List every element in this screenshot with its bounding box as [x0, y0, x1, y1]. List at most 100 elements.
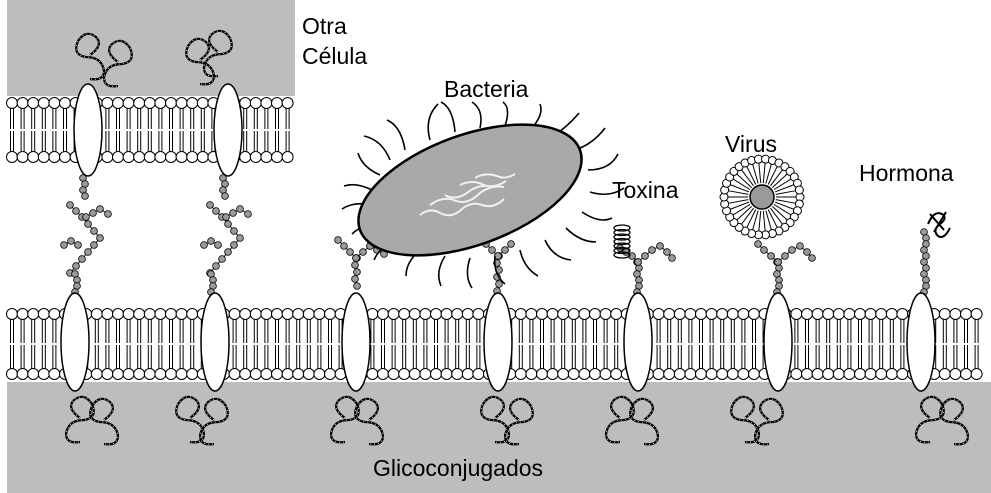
lipid-head	[187, 98, 198, 109]
virus-spike	[775, 184, 795, 192]
glycan-bead	[352, 262, 359, 269]
glycan-bead	[91, 242, 98, 249]
glycan-bead	[225, 249, 232, 256]
lipid-head	[431, 309, 442, 320]
lipid-head	[49, 98, 60, 109]
flagellum	[428, 104, 438, 140]
glycan-bead	[782, 253, 789, 260]
virus-spike	[729, 184, 749, 192]
lipid-head	[144, 309, 155, 320]
lipid-head	[950, 369, 961, 380]
lipid-head	[187, 369, 198, 380]
lipid-head	[282, 309, 293, 320]
lipid-head	[49, 369, 60, 380]
virus-spike	[763, 211, 765, 232]
lipid-head	[409, 309, 420, 320]
other-cell-cytoplasm	[7, 0, 295, 96]
lipid-head	[144, 369, 155, 380]
lipid-head	[28, 98, 39, 109]
glycan-bead	[775, 259, 782, 266]
lipid-head	[537, 369, 548, 380]
lipid-head	[102, 152, 113, 163]
glycan-bead	[761, 247, 768, 254]
flagellum	[582, 212, 612, 220]
lipid-head	[176, 309, 187, 320]
lipid-head	[431, 369, 442, 380]
lipid-head	[155, 98, 166, 109]
virus-spike	[776, 200, 797, 204]
glycan-bead	[85, 221, 92, 228]
other-cell-label-line2: Célula	[302, 43, 367, 69]
glycan-bead	[91, 228, 98, 235]
lipid-head	[886, 369, 897, 380]
lipid-head	[812, 309, 823, 320]
other-cell-membrane	[7, 98, 294, 163]
lipid-head	[855, 369, 866, 380]
lipid-head	[833, 309, 844, 320]
lipid-head	[28, 152, 39, 163]
glycan-bead	[79, 256, 86, 263]
lipid-head	[113, 369, 124, 380]
glycan-bead	[201, 242, 208, 249]
glycan-bead	[755, 241, 762, 248]
lipid-head	[250, 98, 261, 109]
virus	[720, 155, 804, 239]
lipid-head	[579, 309, 590, 320]
lipid-head	[388, 369, 399, 380]
lipid-head	[187, 309, 198, 320]
lipid-head	[261, 152, 272, 163]
virus-spike	[776, 191, 797, 195]
glycan-bead	[789, 247, 796, 254]
lipid-head	[399, 309, 410, 320]
lipid-head	[537, 309, 548, 320]
lipid-head	[38, 309, 49, 320]
glycoconjugates-label: Glicoconjugados	[373, 455, 543, 481]
flagellum	[566, 228, 596, 242]
lipid-head	[272, 98, 283, 109]
lipid-head	[113, 98, 124, 109]
lipid-head	[102, 98, 113, 109]
lipid-head	[823, 369, 834, 380]
lipid-head	[844, 309, 855, 320]
glycan-bead	[219, 256, 226, 263]
virus-spike	[775, 202, 795, 210]
lipid-head	[123, 152, 134, 163]
lipid-head	[38, 152, 49, 163]
lipid-head	[452, 369, 463, 380]
lipid-head	[303, 369, 314, 380]
glycan-bead	[360, 249, 367, 256]
glycan-bead	[231, 228, 238, 235]
flagellum	[545, 240, 571, 260]
glycan-bead	[809, 255, 816, 262]
lipid-head	[971, 309, 982, 320]
lipid-head	[176, 98, 187, 109]
lipid-head	[7, 98, 18, 109]
glycan-bead	[657, 243, 664, 250]
lipid-head	[590, 369, 601, 380]
bacteria	[341, 98, 624, 288]
lipid-head	[325, 369, 336, 380]
lipid-head	[855, 309, 866, 320]
lipid-head	[60, 152, 71, 163]
lipid-head	[261, 309, 272, 320]
virus-spike	[728, 200, 749, 204]
glycan-bead	[231, 242, 238, 249]
lipid-head	[113, 152, 124, 163]
lipid-head	[303, 309, 314, 320]
glycan-bead	[215, 242, 222, 249]
lipid-head	[706, 309, 717, 320]
glycan-bead	[213, 208, 220, 215]
lipid-head	[240, 369, 251, 380]
flagellum	[344, 185, 372, 190]
lipid-head	[876, 309, 887, 320]
lipid-head	[791, 369, 802, 380]
flagellum	[503, 102, 508, 126]
lipid-head	[558, 309, 569, 320]
glycan-bead	[97, 206, 104, 213]
toxin	[614, 225, 630, 258]
glycan-bead	[85, 249, 92, 256]
lipid-head	[802, 369, 813, 380]
glycan-bead	[495, 253, 502, 260]
lipid-head	[7, 152, 18, 163]
glycan-bead	[223, 214, 230, 221]
